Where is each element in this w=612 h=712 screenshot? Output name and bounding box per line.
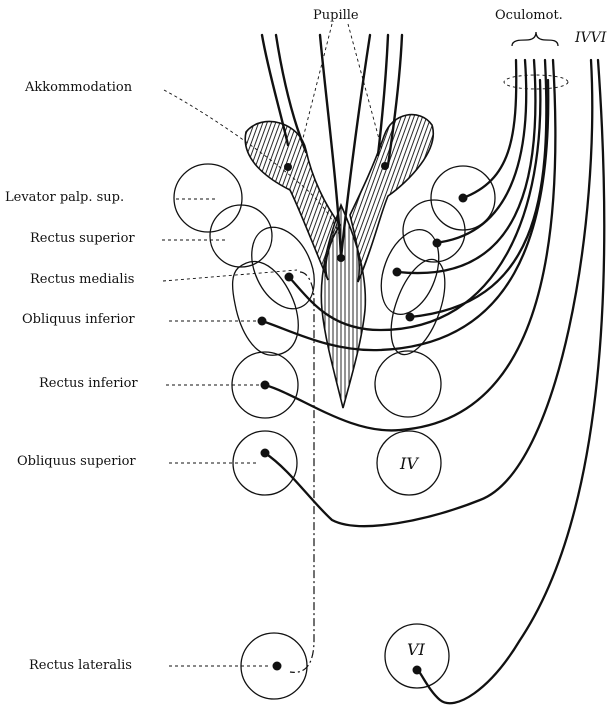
leader-pupille-left xyxy=(300,24,332,150)
labels: Pupille Oculomot. IVVI Akkommodation Lev… xyxy=(5,8,607,673)
fiber-levator xyxy=(463,60,516,198)
fiber-ivvi-vi xyxy=(417,60,604,703)
label-rectus-superior: Rectus superior xyxy=(30,231,135,246)
rectus-superior-nucleus-left xyxy=(210,205,272,267)
dot-levator-right xyxy=(459,194,468,203)
dot-obl-inf-left xyxy=(258,317,267,326)
dot-obl-inf-right xyxy=(406,313,415,322)
label-rectus-inferior: Rectus inferior xyxy=(39,376,138,391)
label-obliquus-inferior: Obliquus inferior xyxy=(22,312,135,327)
label-rectus-medialis: Rectus medialis xyxy=(30,272,134,287)
label-nucleus-iv: IV xyxy=(399,454,419,473)
label-nucleus-vi: VI xyxy=(407,640,426,659)
oculomot-bracket xyxy=(512,32,558,46)
label-akkommodation: Akkommodation xyxy=(24,80,133,95)
dot-obl-sup xyxy=(261,449,270,458)
oculomotor-fibers xyxy=(262,60,604,703)
dot-rectus-med-left xyxy=(285,273,294,282)
dot-vi xyxy=(413,666,422,675)
label-iv-vi-top: IVVI xyxy=(574,30,607,46)
label-obliquus-superior: Obliquus superior xyxy=(17,454,136,469)
label-pupille: Pupille xyxy=(313,8,359,23)
left-nuclei xyxy=(174,164,327,699)
dot-center xyxy=(337,254,345,262)
levator-palp-sup-nucleus xyxy=(174,164,242,232)
rectus-inferior-nucleus-right xyxy=(375,351,441,417)
leader-rectus-medialis xyxy=(163,270,297,281)
leader-pupille-right xyxy=(348,24,382,150)
dot-rect-lat xyxy=(273,662,282,671)
label-rectus-lateralis: Rectus lateralis xyxy=(29,658,132,673)
label-levator: Levator palp. sup. xyxy=(5,190,124,205)
dot-left-pupil xyxy=(284,163,292,171)
fiber-rectus-sup xyxy=(434,60,526,243)
dot-rect-inf-left xyxy=(261,381,270,390)
label-oculomot: Oculomot. xyxy=(495,8,563,23)
left-pupil-nucleus xyxy=(245,122,340,280)
dot-rectus-med-right xyxy=(393,268,402,277)
dot-rectus-sup-right xyxy=(433,239,442,248)
leader-lines xyxy=(162,24,568,666)
dot-right-pupil xyxy=(381,162,389,170)
